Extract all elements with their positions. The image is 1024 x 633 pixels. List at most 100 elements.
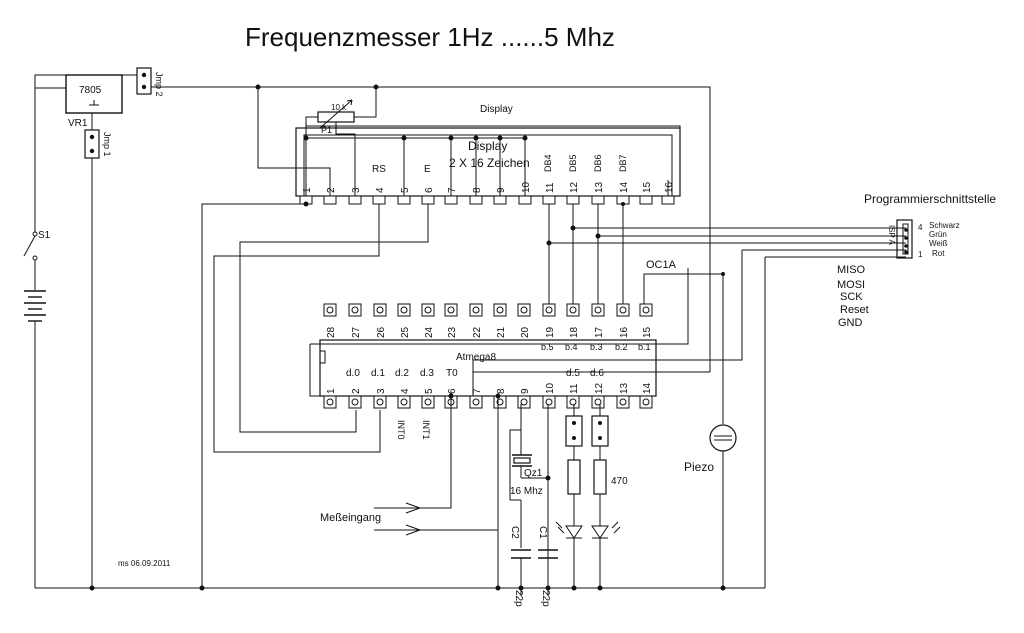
mcu-bottom-pad-hole-2 — [351, 398, 359, 406]
mcu-top-pads — [323, 303, 653, 317]
display-pad-2 — [323, 195, 337, 205]
display-subtitle: 2 X 16 Zeichen — [449, 156, 530, 170]
display-pad-4 — [372, 195, 386, 205]
mcu-label-b4: b.4 — [565, 342, 578, 352]
display-pin-9: 9 — [496, 187, 507, 193]
diagram-title: Frequenzmesser 1Hz ......5 Mhz — [245, 22, 615, 52]
mcu-bottom-pin-6: 6 — [447, 388, 458, 394]
mcu-top-pad-hole-26 — [376, 306, 384, 314]
jumper-jmp1-label: Jmp 1 — [102, 132, 112, 157]
mcu-label-b1: b.1 — [638, 342, 651, 352]
mcu-bottom-pin-14: 14 — [642, 382, 653, 394]
mcu-top-pad-hole-17 — [594, 306, 602, 314]
display-label: Display — [468, 139, 507, 153]
mcu-label-b2: b.2 — [615, 342, 628, 352]
resistor-1 — [567, 459, 581, 495]
jumper-jmp2 — [136, 67, 152, 95]
display-pin-6: 6 — [424, 187, 435, 193]
isp-signal-gnd: GND — [838, 317, 863, 329]
mcu-top-pin-28: 28 — [326, 326, 337, 338]
display-pin-15: 15 — [642, 181, 653, 193]
mcu-bottom-pin-5: 5 — [424, 388, 435, 394]
mcu-label-d0: d.0 — [346, 368, 360, 379]
cap-c1-value: 22p — [540, 590, 551, 607]
crystal-freq-label: 16 Mhz — [510, 486, 543, 497]
isp-pin-bottom: 1 — [918, 250, 923, 259]
mcu-top-pad-hole-25 — [400, 306, 408, 314]
mcu-int1-label: INT1 — [421, 420, 431, 440]
led-1 — [555, 521, 583, 539]
display-pad-3 — [348, 195, 362, 205]
mcu-top-pad-hole-24 — [424, 306, 432, 314]
pot-ref-label: P1 — [321, 125, 332, 135]
mcu-bottom-pin-4: 4 — [400, 388, 411, 394]
mcu-bottom-pad-hole-13 — [619, 398, 627, 406]
mcu-bottom-pin-13: 13 — [619, 382, 630, 394]
display-pin-11: 11 — [545, 182, 556, 193]
mcu-top-pad-hole-27 — [351, 306, 359, 314]
mcu-bottom-pin-7: 7 — [472, 388, 483, 394]
mcu-label-d2: d.2 — [395, 368, 409, 379]
mcu-bottom-pad-hole-1 — [326, 398, 334, 406]
display-pad-7 — [444, 195, 458, 205]
display-pin-2: 2 — [326, 187, 337, 193]
mcu-bottom-pad-hole-7 — [472, 398, 480, 406]
mcu-top-pin-26: 26 — [376, 326, 387, 338]
mcu-top-pin-15: 15 — [642, 326, 653, 338]
led-2 — [591, 521, 621, 539]
crystal-qz1 — [512, 454, 532, 467]
mcu-bottom-pad-hole-4 — [400, 398, 408, 406]
capacitor-c2 — [511, 549, 531, 559]
jumper-jmp1 — [84, 129, 100, 159]
mcu-top-pin-19: 19 — [545, 326, 556, 338]
display-pad-9 — [493, 195, 507, 205]
mcu-name: Atmega8 — [456, 352, 496, 363]
display-pad-12 — [566, 195, 580, 205]
regulator-ref-label: VR1 — [68, 118, 88, 129]
mcu-bottom-pad-hole-11 — [569, 398, 577, 406]
isp-pin-top: 4 — [918, 223, 923, 232]
cap-c2-value: 22p — [513, 590, 524, 607]
isp-signal-sck: SCK — [840, 291, 863, 303]
isp-connector — [896, 219, 913, 259]
capacitor-c1 — [538, 549, 558, 559]
mcu-top-pad-hole-18 — [569, 306, 577, 314]
switch-label: S1 — [38, 230, 51, 241]
input-label: Meßeingang — [320, 512, 381, 524]
mcu-top-pin-21: 21 — [496, 326, 507, 338]
display-header: Display — [480, 104, 513, 115]
pot-value-label: 10 k — [331, 103, 347, 112]
mcu-top-pad-hole-20 — [520, 306, 528, 314]
mcu-top-pad-hole-16 — [619, 306, 627, 314]
mcu-top-pin-23: 23 — [447, 326, 458, 338]
display-pad-13 — [591, 195, 605, 205]
mcu-bottom-pin-8: 8 — [496, 388, 507, 394]
piezo-label: Piezo — [684, 460, 714, 474]
mcu-top-pin-27: 27 — [351, 326, 362, 338]
isp-color-schwarz: Schwarz — [929, 221, 960, 230]
mcu-top-pin-18: 18 — [569, 326, 580, 338]
isp-signal-reset: Reset — [840, 304, 869, 316]
mcu-top-pin-17: 17 — [594, 326, 605, 338]
mcu-bottom-pads — [323, 395, 653, 409]
resistor-value: 470 — [611, 476, 628, 487]
mcu-top-pad-hole-22 — [472, 306, 480, 314]
mcu-top-pad-hole-28 — [326, 306, 334, 314]
mcu-top-pin-22: 22 — [472, 326, 483, 338]
display-signal-db7: DB7 — [618, 154, 628, 172]
display-pad-10 — [518, 195, 532, 205]
isp-title: Programmierschnittstelle — [864, 192, 996, 206]
display-pin-13: 13 — [594, 181, 605, 193]
isp-connector-label: ISP A — [887, 225, 896, 246]
display-pin-10: 10 — [521, 181, 532, 193]
cap-c1-ref: C1 — [537, 526, 548, 539]
mcu-top-pad-hole-23 — [447, 306, 455, 314]
mcu-bottom-pad-hole-3 — [376, 398, 384, 406]
display-pad-5 — [397, 195, 411, 205]
mcu-label-d3: d.3 — [420, 368, 434, 379]
oc1a-label: OC1A — [646, 259, 677, 271]
